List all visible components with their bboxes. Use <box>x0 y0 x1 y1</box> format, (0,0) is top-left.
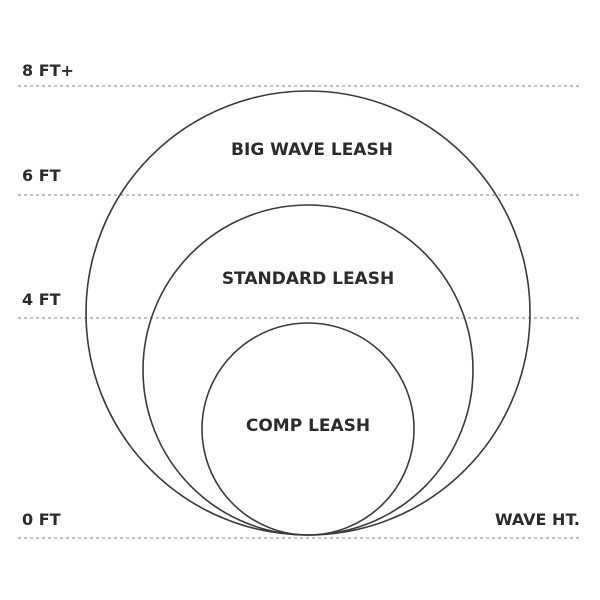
axis-label-4ft: 4 FT <box>22 290 61 309</box>
axis-label-6ft: 6 FT <box>22 166 61 185</box>
big-wave-leash-label: BIG WAVE LEASH <box>231 140 393 160</box>
axis-label-8ft: 8 FT+ <box>22 61 74 80</box>
standard-leash-label: STANDARD LEASH <box>222 269 394 289</box>
axis-unit-label: WAVE HT. <box>495 510 580 529</box>
standard-leash-circle <box>142 204 474 536</box>
comp-leash-label: COMP LEASH <box>246 416 370 436</box>
axis-label-0ft: 0 FT <box>22 510 61 529</box>
comp-leash-circle <box>201 322 415 536</box>
